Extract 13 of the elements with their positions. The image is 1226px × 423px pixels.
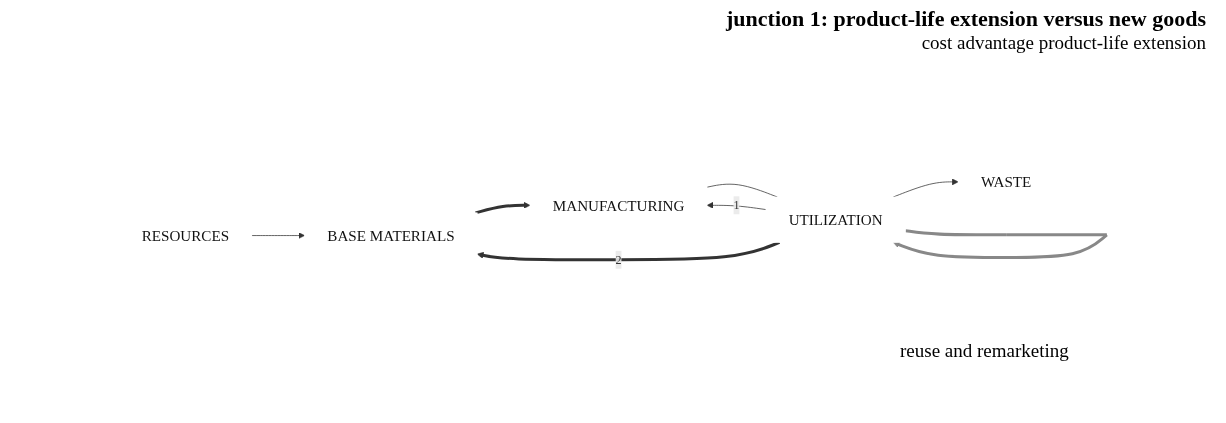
edge-label: 1 xyxy=(733,198,740,212)
arrow xyxy=(892,229,1108,260)
node-text: MANUFACTURING xyxy=(552,197,685,214)
node-text: BASE MATERIALS xyxy=(327,227,455,244)
note-text: reuse and remarketing xyxy=(900,340,1069,362)
arrow xyxy=(475,202,531,215)
node-text: UTILIZATION xyxy=(788,211,883,229)
title: junction 1: product-life extension versus new goods xyxy=(726,6,1206,32)
note-text: cost advantage product-life extension xyxy=(921,32,1206,54)
node-text: WASTE xyxy=(980,173,1032,191)
connector xyxy=(706,183,778,198)
edge-label: 2 xyxy=(615,252,622,266)
node-text: RESOURCES xyxy=(141,227,230,244)
